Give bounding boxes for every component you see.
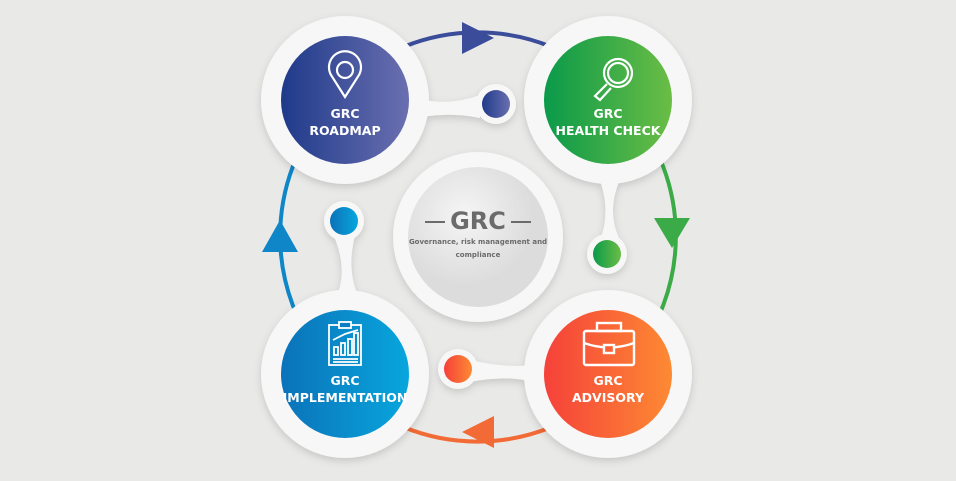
magnifier-icon: [593, 57, 634, 102]
arrow-left-icon: [462, 416, 494, 448]
center-subtitle: Governance, risk management and complian…: [408, 238, 548, 259]
dot-green: [593, 240, 621, 268]
arrow-right-icon: [462, 22, 494, 54]
briefcase-icon: [582, 321, 636, 367]
node-line1: GRC: [593, 106, 623, 121]
center-circle: [408, 167, 548, 307]
node-line1: GRC: [330, 106, 360, 121]
node-roadmap-label: GRC ROADMAP: [275, 105, 415, 139]
arrow-down-icon: [654, 218, 690, 248]
node-roadmap-circle: [281, 36, 409, 164]
node-line1: GRC: [593, 373, 623, 388]
node-advisory-label: GRC ADVISORY: [538, 372, 678, 406]
node-line2: ADVISORY: [572, 390, 644, 405]
node-implementation-circle: [281, 310, 409, 438]
node-line1: GRC: [330, 373, 360, 388]
dot-sky: [330, 207, 358, 235]
node-health-check-label: GRC HEALTH CHECK: [538, 105, 678, 139]
node-line2: HEALTH CHECK: [555, 123, 661, 138]
dot-blue: [482, 90, 510, 118]
clipboard-chart-icon: [328, 321, 362, 366]
center-title: GRC: [408, 207, 548, 235]
node-line2: ROADMAP: [309, 123, 381, 138]
center-title-text: GRC: [450, 207, 506, 235]
node-implementation-label: GRC IMPLEMENTATION: [275, 372, 415, 406]
location-pin-icon: [327, 50, 363, 100]
dot-orange: [444, 355, 472, 383]
node-advisory-circle: [544, 310, 672, 438]
node-health-check-circle: [544, 36, 672, 164]
arrow-up-icon: [262, 220, 298, 252]
node-line2: IMPLEMENTATION: [282, 390, 408, 405]
